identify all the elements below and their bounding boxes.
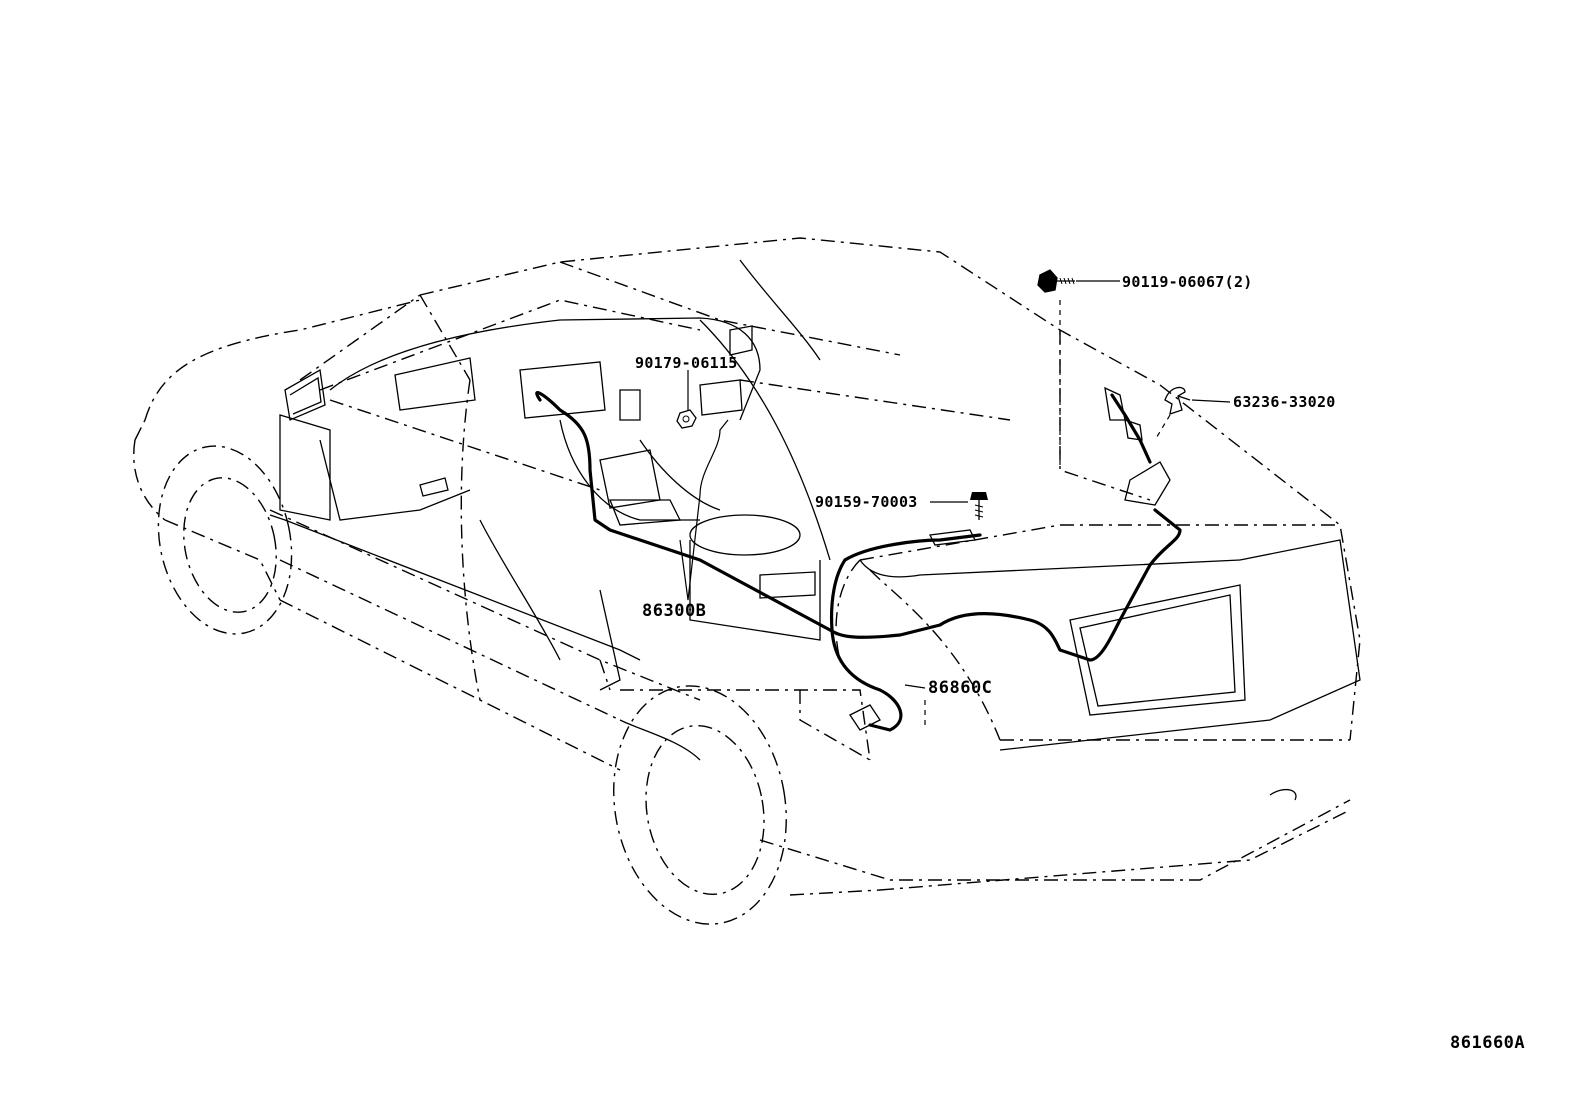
clip-icon (1164, 386, 1191, 415)
label-bolt: 90119-06067(2) (1122, 273, 1253, 291)
bolt-icon (1037, 269, 1075, 293)
label-screw: 90159-70003 (815, 493, 918, 511)
wire-86860c (829, 558, 903, 732)
car-body-outline (133, 237, 1361, 925)
leader-lines (679, 280, 1231, 730)
label-harness-rear: 86860C (928, 678, 992, 698)
label-harness-front: 86300B (642, 601, 706, 621)
nut-icon (676, 409, 697, 429)
car-interior-outline (269, 259, 1361, 801)
label-nut: 90179-06115 (635, 354, 738, 372)
screw-icon (970, 492, 988, 520)
part-labels: 90119-06067(2) 63236-33020 90179-06115 9… (635, 273, 1525, 1053)
label-clip: 63236-33020 (1233, 393, 1336, 411)
wire-86300b (535, 391, 942, 639)
antenna-wires (535, 391, 1182, 732)
drawing-code: 861660A (1450, 1033, 1525, 1053)
